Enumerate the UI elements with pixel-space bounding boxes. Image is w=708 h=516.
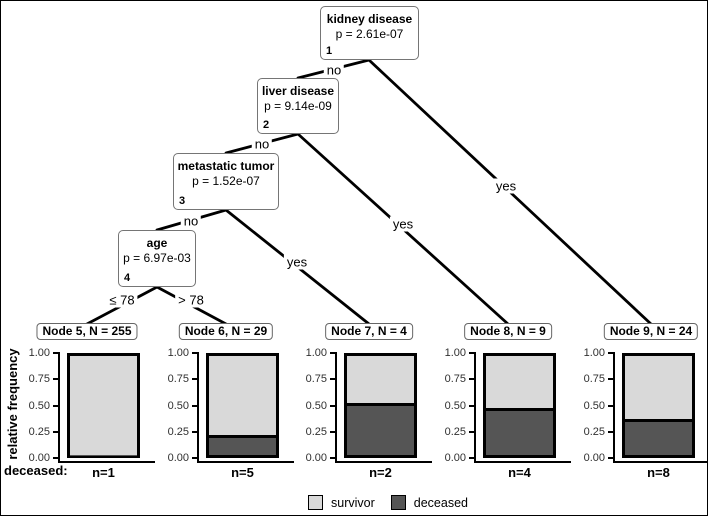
bar-panel-node8: 1.00 0.75 0.50 0.25 0.00 n=4	[440, 346, 572, 482]
y-tick-label: 0.00	[167, 452, 189, 464]
split-node-number: 1	[326, 45, 333, 57]
split-node-metastatic-tumor: metastatic tumor p = 1.52e-07 3	[173, 153, 279, 210]
x-axis-line	[474, 461, 571, 463]
terminal-header-node7: Node 7, N = 4	[325, 323, 413, 340]
y-tick-label: 1.00	[167, 347, 189, 359]
stacked-bar-node5	[67, 353, 140, 458]
y-tick-label: 1.00	[28, 347, 50, 359]
deceased-count-node7: n=2	[369, 465, 392, 480]
split-variable: age	[146, 236, 168, 250]
split-node-liver-disease: liver disease p = 9.14e-09 2	[257, 78, 339, 134]
edge-label-yes: yes	[389, 216, 417, 232]
stacked-bar-node7	[344, 353, 417, 458]
bar-panel-node6: 1.00 0.75 0.50 0.25 0.00 n=5	[163, 346, 295, 482]
y-tick-label: 0.50	[444, 400, 466, 412]
terminal-header-node5: Node 5, N = 255	[36, 323, 138, 340]
y-axis-line	[613, 352, 615, 461]
y-tick-label: 0.00	[305, 452, 327, 464]
y-tick-label: 0.00	[583, 452, 605, 464]
deceased-swatch-icon	[390, 495, 406, 510]
split-node-kidney-disease: kidney disease p = 2.61e-07 1	[320, 6, 419, 60]
stacked-bar-node6	[206, 353, 279, 458]
survivor-segment	[70, 356, 137, 455]
terminal-header-node6: Node 6, N = 29	[178, 323, 274, 340]
bar-panel-node5: 1.00 0.75 0.50 0.25 0.00 n=1	[24, 346, 156, 482]
y-axis-line	[474, 352, 476, 461]
split-pvalue: p = 2.61e-07	[335, 27, 404, 41]
y-tick-label: 0.25	[444, 426, 466, 438]
y-tick-label: 0.75	[444, 373, 466, 385]
split-variable: liver disease	[261, 84, 335, 98]
terminal-header-node9: Node 9, N = 24	[603, 323, 699, 340]
x-axis-line	[335, 461, 432, 463]
deceased-segment	[486, 408, 553, 455]
y-tick-label: 0.50	[305, 400, 327, 412]
y-tick-label: 0.75	[167, 373, 189, 385]
x-axis-line	[613, 461, 707, 463]
legend-item-survivor: survivor	[308, 495, 375, 510]
legend-item-deceased: deceased	[390, 495, 468, 510]
split-variable: metastatic tumor	[177, 159, 275, 173]
split-variable: kidney disease	[326, 12, 413, 26]
deceased-row-label: deceased:	[4, 463, 68, 478]
deceased-count-node9: n=8	[647, 465, 670, 480]
y-tick-label: 0.50	[28, 400, 50, 412]
edge-label-gt78: > 78	[175, 292, 207, 308]
deceased-count-node6: n=5	[231, 465, 254, 480]
y-tick-label: 1.00	[583, 347, 605, 359]
x-axis-line	[197, 461, 294, 463]
y-tick-label: 0.25	[28, 426, 50, 438]
split-node-number: 2	[263, 119, 270, 131]
edge-label-no: no	[251, 136, 273, 152]
split-pvalue: p = 9.14e-09	[264, 99, 332, 113]
y-axis-line	[58, 352, 60, 461]
split-pvalue: p = 6.97e-03	[123, 251, 191, 265]
deceased-segment	[625, 419, 692, 455]
deceased-segment	[347, 402, 414, 455]
split-node-number: 3	[179, 195, 186, 207]
y-tick-label: 0.75	[583, 373, 605, 385]
deceased-count-node8: n=4	[508, 465, 531, 480]
bar-panel-node7: 1.00 0.75 0.50 0.25 0.00 n=2	[301, 346, 433, 482]
deceased-segment	[209, 434, 276, 455]
legend-label-deceased: deceased	[413, 495, 468, 510]
y-tick-label: 0.00	[444, 452, 466, 464]
y-tick-label: 1.00	[305, 347, 327, 359]
y-tick-label: 0.25	[305, 426, 327, 438]
bar-panel-node9: 1.00 0.75 0.50 0.25 0.00 n=8	[579, 346, 707, 482]
y-tick-label: 0.50	[167, 400, 189, 412]
split-node-age: age p = 6.97e-03 4	[118, 230, 196, 287]
edge-label-le78: ≤ 78	[106, 292, 138, 308]
y-tick-label: 0.75	[28, 373, 50, 385]
edge-label-no: no	[180, 213, 202, 229]
y-tick-label: 0.25	[167, 426, 189, 438]
stacked-bar-node9	[622, 353, 695, 458]
edge-label-no: no	[323, 62, 345, 78]
edge-label-yes: yes	[283, 254, 311, 270]
x-axis-line	[58, 461, 155, 463]
y-tick-label: 0.25	[583, 426, 605, 438]
y-tick-label: 0.50	[583, 400, 605, 412]
split-pvalue: p = 1.52e-07	[192, 174, 260, 188]
y-tick-label: 0.00	[28, 452, 50, 464]
y-tick-label: 1.00	[444, 347, 466, 359]
edge-label-yes: yes	[492, 178, 520, 194]
legend: survivor deceased	[308, 495, 484, 510]
y-tick-label: 0.75	[305, 373, 327, 385]
split-node-number: 4	[124, 272, 131, 284]
y-axis-line	[335, 352, 337, 461]
terminal-header-node8: Node 8, N = 9	[464, 323, 552, 340]
stacked-bar-node8	[483, 353, 556, 458]
y-axis-line	[197, 352, 199, 461]
y-axis-label: relative frequency	[5, 348, 20, 460]
survivor-swatch-icon	[308, 495, 323, 510]
deceased-count-node5: n=1	[92, 465, 115, 480]
legend-label-survivor: survivor	[331, 495, 375, 510]
